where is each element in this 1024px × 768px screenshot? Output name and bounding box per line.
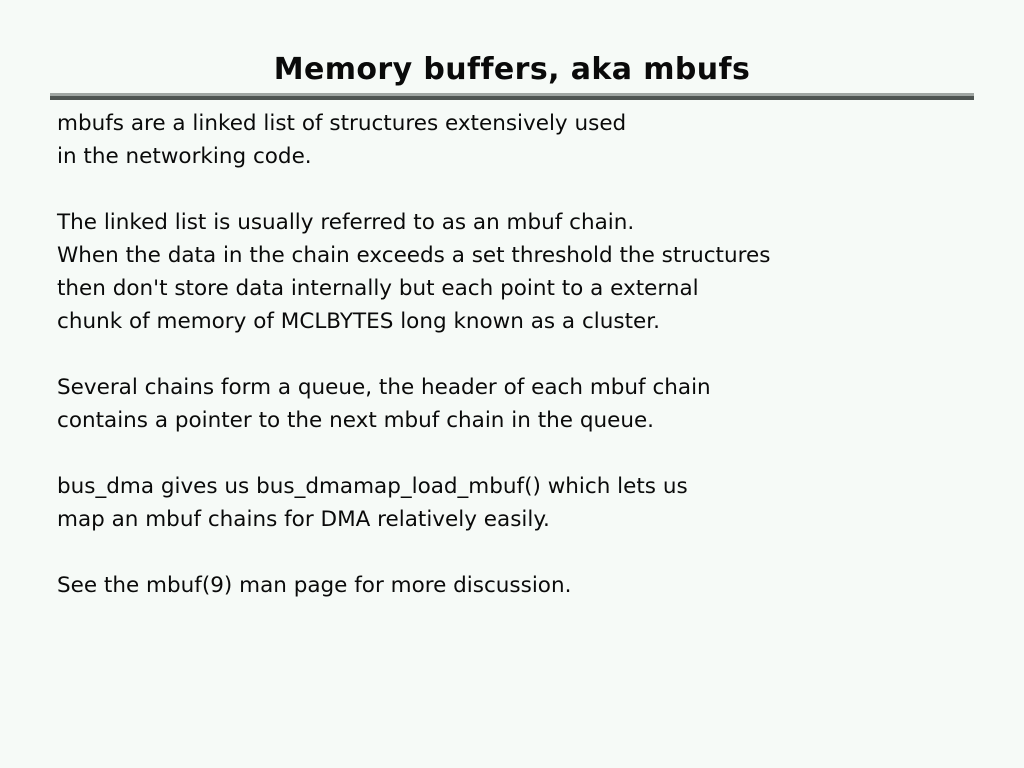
body-line: then don't store data internally but eac… — [57, 276, 699, 301]
body-line: in the networking code. — [57, 144, 312, 169]
rule-shadow-band — [50, 96, 974, 100]
slide-body: mbufs are a linked list of structures ex… — [57, 107, 997, 602]
paragraph-queue: Several chains form a queue, the header … — [57, 371, 997, 437]
body-line: bus_dma gives us bus_dmamap_load_mbuf() … — [57, 474, 688, 499]
body-line: mbufs are a linked list of structures ex… — [57, 111, 627, 136]
slide-title: Memory buffers, aka mbufs — [273, 52, 751, 87]
body-line: contains a pointer to the next mbuf chai… — [57, 408, 655, 433]
title-divider-rule — [50, 93, 974, 101]
body-line: The linked list is usually referred to a… — [57, 210, 635, 235]
body-line: See the mbuf(9) man page for more discus… — [57, 573, 572, 598]
body-line: chunk of memory of MCLBYTES long known a… — [57, 309, 660, 334]
rule-highlight-band — [50, 93, 974, 96]
body-line: Several chains form a queue, the header … — [57, 375, 711, 400]
paragraph-see-also: See the mbuf(9) man page for more discus… — [57, 569, 997, 602]
body-line: When the data in the chain exceeds a set… — [57, 243, 771, 268]
body-line: map an mbuf chains for DMA relatively ea… — [57, 507, 550, 532]
paragraph-mbuf-chain: The linked list is usually referred to a… — [57, 206, 997, 338]
paragraph-bus-dma: bus_dma gives us bus_dmamap_load_mbuf() … — [57, 470, 997, 536]
paragraph-intro: mbufs are a linked list of structures ex… — [57, 107, 997, 173]
